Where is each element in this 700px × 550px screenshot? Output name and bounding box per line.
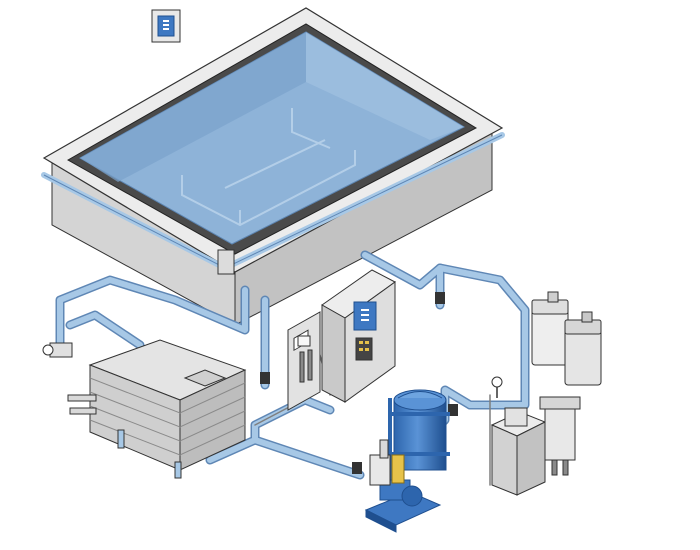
pool-right-wall-shade	[306, 32, 464, 140]
electrolysis-cell	[539, 396, 581, 476]
balance-tank	[67, 339, 247, 479]
control-cabinet	[321, 269, 396, 403]
heat-exchanger	[490, 407, 547, 496]
pool-back-wall-shade	[80, 32, 306, 182]
pool-floor-pipes	[181, 108, 356, 227]
sand-filter	[388, 389, 450, 480]
drain-tap	[42, 342, 73, 358]
valve-icon	[260, 292, 458, 474]
pool	[41, 7, 505, 326]
control-logo-icon	[163, 20, 169, 30]
circulation-pump	[364, 439, 442, 533]
pool-front-notch	[217, 249, 235, 275]
control-logo-icon	[361, 309, 369, 321]
dosing-panel	[287, 311, 321, 411]
pipework	[55, 250, 530, 486]
wall-controller	[151, 9, 181, 43]
gauge-icon	[491, 376, 503, 398]
chemical-canisters	[531, 291, 602, 386]
